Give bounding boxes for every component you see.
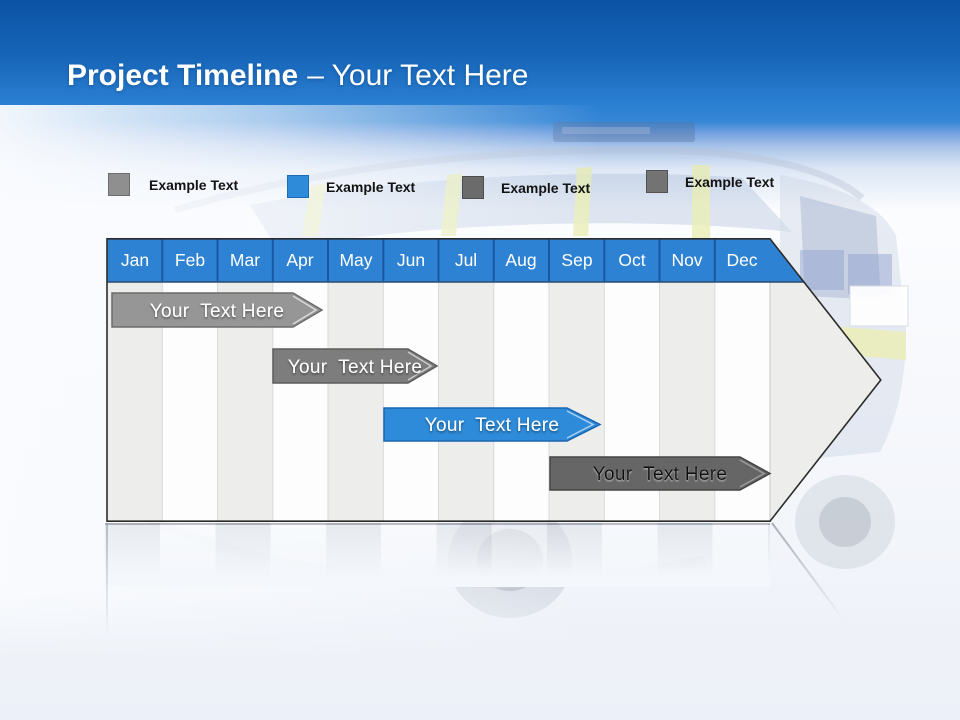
timeline-bar-2: Your Text Here <box>272 348 439 384</box>
table-reflection <box>105 523 770 587</box>
month-label: Feb <box>175 250 205 270</box>
month-label: Aug <box>505 250 536 270</box>
month-label: Mar <box>230 250 260 270</box>
arrow-reflection-line <box>771 522 845 621</box>
left-edge-reflection <box>106 523 108 638</box>
legend-label: Example Text <box>501 179 591 196</box>
month-label: Jun <box>397 250 425 270</box>
timeline-bar-4: Your Text Here <box>549 456 772 491</box>
legend-item-1: Example Text <box>108 173 238 196</box>
month-label: Nov <box>671 250 702 270</box>
bar-label: Your Text Here <box>593 464 727 485</box>
legend-item-2: Example Text <box>287 175 415 198</box>
month-label: Jul <box>455 250 477 270</box>
bar-label: Your Text Here <box>425 415 559 436</box>
legend-swatch-gray <box>108 173 130 196</box>
bar-label: Your Text Here <box>288 357 422 378</box>
legend-label: Example Text <box>149 176 239 193</box>
legend-label: Example Text <box>326 178 416 195</box>
legend-label: Example Text <box>685 173 775 190</box>
legend-item-3: Example Text <box>462 176 590 199</box>
title-bold: Project Timeline <box>67 59 299 92</box>
watermark-fade-bottom <box>0 590 960 720</box>
legend-swatch-blue <box>287 175 309 198</box>
timeline-bar-3: Your Text Here <box>383 407 602 442</box>
page-title: Project Timeline– Your Text Here <box>67 58 528 94</box>
month-label: Dec <box>726 250 757 270</box>
month-label: Apr <box>286 250 313 270</box>
legend-swatch-midgray <box>646 170 668 193</box>
legend-item-4: Example Text <box>646 170 774 193</box>
car-underbody-shadow <box>147 515 707 588</box>
title-light: – Your Text Here <box>307 59 529 92</box>
legend-swatch-darkgray <box>462 176 484 199</box>
month-label: May <box>339 250 372 270</box>
month-label: Jan <box>121 250 149 270</box>
bar-label: Your Text Here <box>150 301 284 322</box>
timeline-bar-1: Your Text Here <box>111 292 324 328</box>
month-label: Sep <box>561 250 592 270</box>
timeline-arrow-chart: Jan Feb Mar Apr May Jun Jul Aug Sep Oct … <box>106 238 882 522</box>
month-label: Oct <box>618 250 645 270</box>
